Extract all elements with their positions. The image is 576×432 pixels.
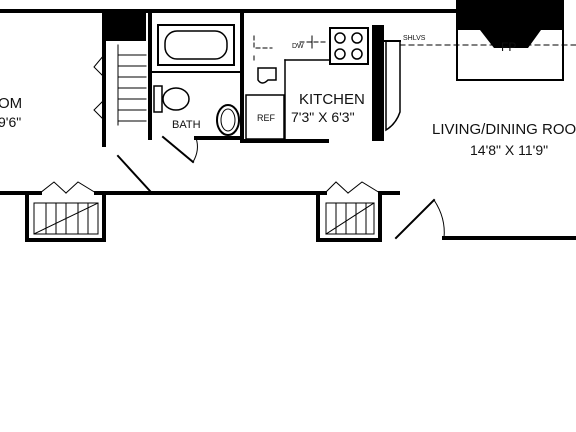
living-dining-dimensions: 14'8" X 11'9" <box>470 142 548 158</box>
bath-door-swing <box>192 137 198 163</box>
dishwasher-label: DW <box>292 43 304 50</box>
refrigerator-label: REF <box>257 113 276 123</box>
living-dining-label: LIVING/DINING ROO <box>432 121 576 138</box>
closet-bifold-door-upper <box>93 54 105 78</box>
fireplace <box>456 0 564 81</box>
bath-door <box>161 135 195 164</box>
dishwasher-swing <box>253 35 273 49</box>
shelves-unit <box>385 40 401 132</box>
fireplace-label: FP <box>501 40 516 54</box>
closet-shelving <box>117 44 147 126</box>
stove <box>329 27 369 65</box>
entry-door-swing <box>433 199 445 239</box>
bathtub <box>157 24 235 66</box>
bedroom-dimensions: 9'6" <box>0 114 21 130</box>
bathtub-basin <box>164 30 228 60</box>
kitchen-label: KITCHEN <box>299 91 365 108</box>
kitchen-dimensions: 7'3" X 6'3" <box>291 109 355 125</box>
stove-burner-4 <box>351 48 363 60</box>
toilet-bowl <box>162 87 190 111</box>
closet-bifold-door-lower <box>93 99 105 121</box>
closet-left <box>25 181 106 242</box>
kitchen-sink <box>257 67 277 84</box>
refrigerator <box>245 94 285 140</box>
stove-burner-3 <box>334 48 346 60</box>
bath-label: BATH <box>172 119 201 131</box>
stove-burner-2 <box>351 32 363 44</box>
fireplace-hearth <box>457 0 563 48</box>
shelves-label: SHLVS <box>403 35 426 42</box>
stove-burner-1 <box>334 32 346 44</box>
bath-sink <box>216 104 240 136</box>
bedroom-label: OM <box>0 95 22 112</box>
bedroom-door <box>116 154 152 193</box>
toilet-tank <box>153 85 163 113</box>
entry-door <box>394 198 436 240</box>
chase-block <box>102 11 146 41</box>
closet-center <box>316 181 382 242</box>
shelves-column <box>372 25 384 141</box>
bath-sink-basin <box>220 108 236 132</box>
